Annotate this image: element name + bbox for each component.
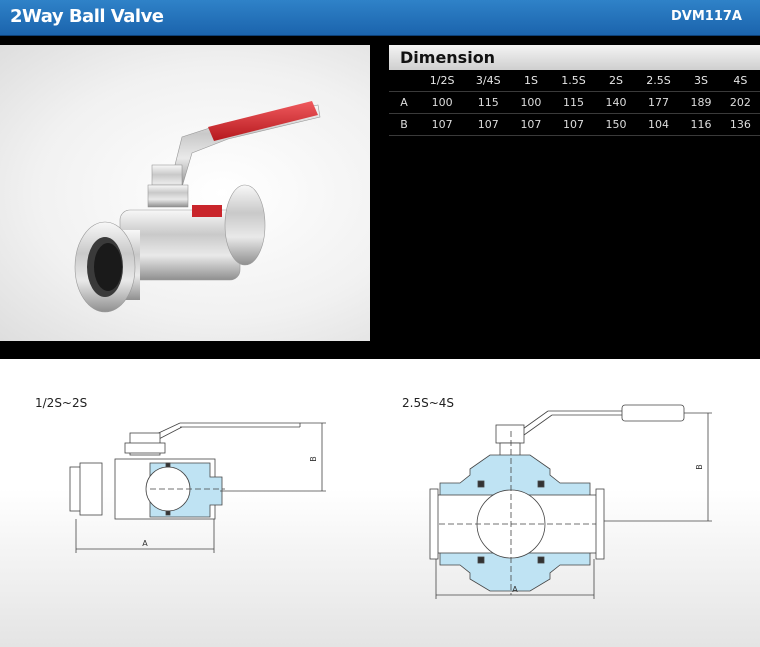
right-drawing-caption: 2.5S~4S (402, 396, 455, 410)
dimension-table: Dimension 1/2S 3/4S 1S 1.5S 2S 2.5S 3S 4… (389, 45, 760, 136)
column-header: 1/2S (419, 70, 466, 92)
table-cell: 189 (681, 91, 721, 114)
table-cell: 136 (720, 113, 760, 136)
column-header: 1S (511, 70, 551, 92)
table-row: A 100 115 100 115 140 177 189 202 (389, 91, 760, 114)
column-header: 2S (596, 70, 636, 92)
column-header: 1.5S (550, 70, 597, 92)
table-cell: 202 (720, 91, 760, 114)
table-cell: 115 (465, 91, 512, 114)
header-blank-cell (389, 70, 419, 92)
row-label: A (389, 91, 419, 114)
table-cell: 115 (550, 91, 597, 114)
dimension-title: Dimension (389, 45, 760, 70)
table-cell: 116 (681, 113, 721, 136)
table-cell: 177 (635, 91, 682, 114)
left-dimension-a-label: A (142, 539, 148, 548)
left-dimension-b-label: B (309, 456, 318, 462)
column-header: 3S (681, 70, 721, 92)
table-cell: 104 (635, 113, 682, 136)
drawing-canvas: A B A B (69, 404, 712, 599)
right-dimension-b-label: B (695, 464, 704, 470)
left-drawing-caption: 1/2S~2S (35, 396, 88, 410)
small-valve-drawing (69, 422, 326, 553)
table-cell: 107 (550, 113, 597, 136)
ball-valve-image (74, 101, 321, 313)
column-header: 4S (720, 70, 760, 92)
table-cell: 107 (511, 113, 551, 136)
table-cell: 100 (511, 91, 551, 114)
table-cell: 100 (419, 91, 466, 114)
technical-drawings: 1/2S~2S 2.5S~4S (0, 359, 760, 647)
table-row: B 107 107 107 107 150 104 116 136 (389, 113, 760, 136)
page-title: 2Way Ball Valve (10, 6, 164, 27)
table-cell: 107 (419, 113, 466, 136)
model-code: DVM117A (671, 9, 742, 24)
table-cell: 107 (465, 113, 512, 136)
table-header-row: 1/2S 3/4S 1S 1.5S 2S 2.5S 3S 4S (389, 70, 760, 92)
title-bar: 2Way Ball Valve DVM117A (0, 0, 760, 36)
large-valve-drawing (429, 404, 712, 599)
right-dimension-a-label: A (512, 585, 518, 594)
row-label: B (389, 113, 419, 136)
table-cell: 150 (596, 113, 636, 136)
column-header: 3/4S (465, 70, 512, 92)
product-photo (0, 45, 370, 341)
column-header: 2.5S (635, 70, 682, 92)
table-cell: 140 (596, 91, 636, 114)
